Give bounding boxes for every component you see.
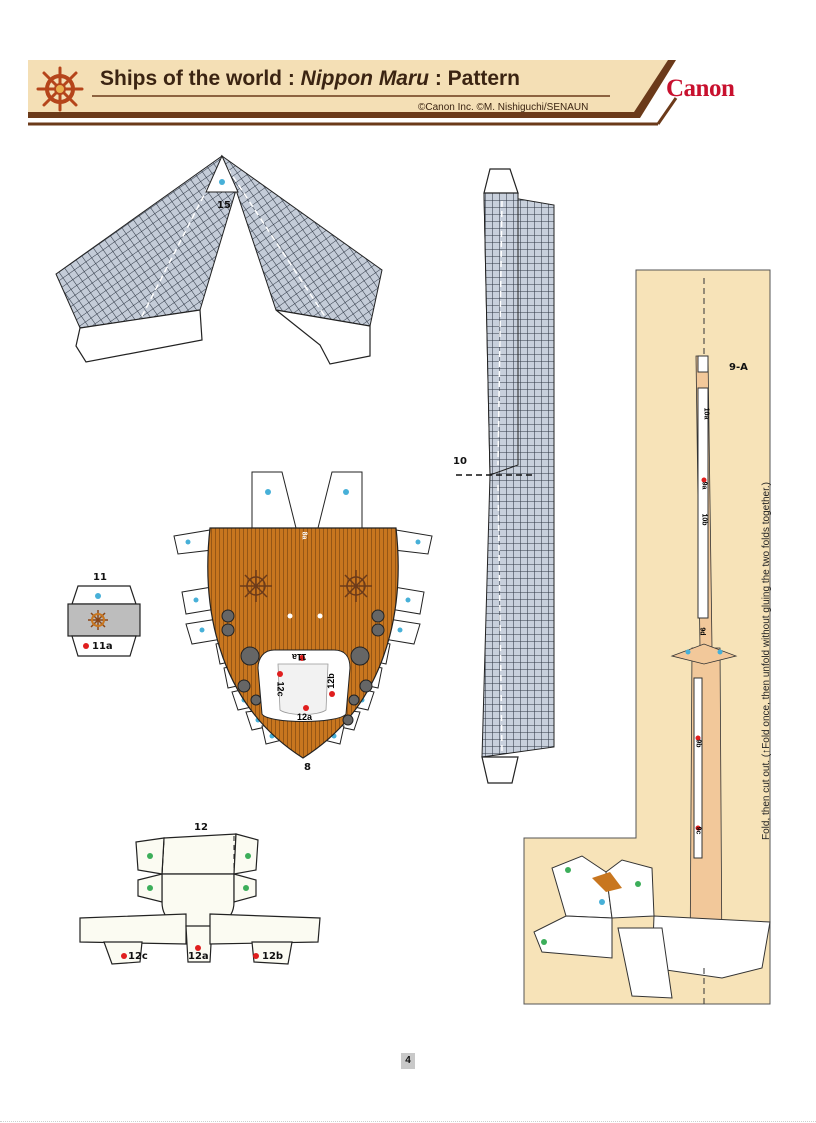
part-8-label: 8 xyxy=(304,762,311,773)
marker-11a: 11a xyxy=(92,641,113,652)
footer-divider xyxy=(0,1121,816,1122)
canon-logo: Canon xyxy=(666,75,735,102)
title-ship-name: Nippon Maru xyxy=(300,67,429,90)
part-8-deck xyxy=(173,471,433,759)
deck-marker-8a: 8a xyxy=(300,531,308,540)
part-15-label: 15 xyxy=(217,200,231,211)
part-10-sail xyxy=(456,168,555,784)
mast-marker-9d: 9d xyxy=(698,627,706,636)
deck-marker-12c: 12c xyxy=(275,681,286,697)
title-suffix: : Pattern xyxy=(429,67,521,90)
page-number: 4 xyxy=(401,1053,415,1069)
mast-marker-10a: 10a xyxy=(702,407,710,420)
part-12-net xyxy=(79,833,321,965)
glue-dot xyxy=(219,179,225,185)
mast-marker-9c: 9c xyxy=(694,826,702,835)
fold-instruction: Fold, then cut out. (↑Fold once, then un… xyxy=(761,482,772,840)
marker-12a: 12a xyxy=(188,951,209,962)
marker-12b: 12b xyxy=(262,951,284,962)
part-9a-label: 9-A xyxy=(729,362,748,373)
title-prefix: Ships of the world : xyxy=(100,67,301,90)
part-10-label: 10 xyxy=(453,456,467,467)
deck-marker-12b: 12b xyxy=(325,673,336,689)
mast-marker-9a: 9a xyxy=(700,481,708,490)
part-11-label: 11 xyxy=(93,572,107,583)
marker-12c: 12c xyxy=(128,951,148,962)
page-title: Ships of the world : Nippon Maru : Patte… xyxy=(100,67,520,91)
part-11-wheel-box xyxy=(67,585,141,657)
part-12-label: 12 xyxy=(194,822,208,833)
glue-dot xyxy=(95,593,101,599)
deck-marker-12a: 12a xyxy=(297,712,313,722)
part-9a-panel xyxy=(523,269,771,1005)
mast-marker-10b: 10b xyxy=(700,513,708,526)
deck-marker-11a: 11a xyxy=(292,652,307,662)
mast-marker-9b: 9b xyxy=(694,739,702,748)
ship-wheel-icon xyxy=(36,66,84,112)
header-banner xyxy=(28,60,678,126)
part-15-sails xyxy=(55,154,383,365)
copyright-notice: ©Canon Inc. ©M. Nishiguchi/SENAUN xyxy=(418,102,589,113)
